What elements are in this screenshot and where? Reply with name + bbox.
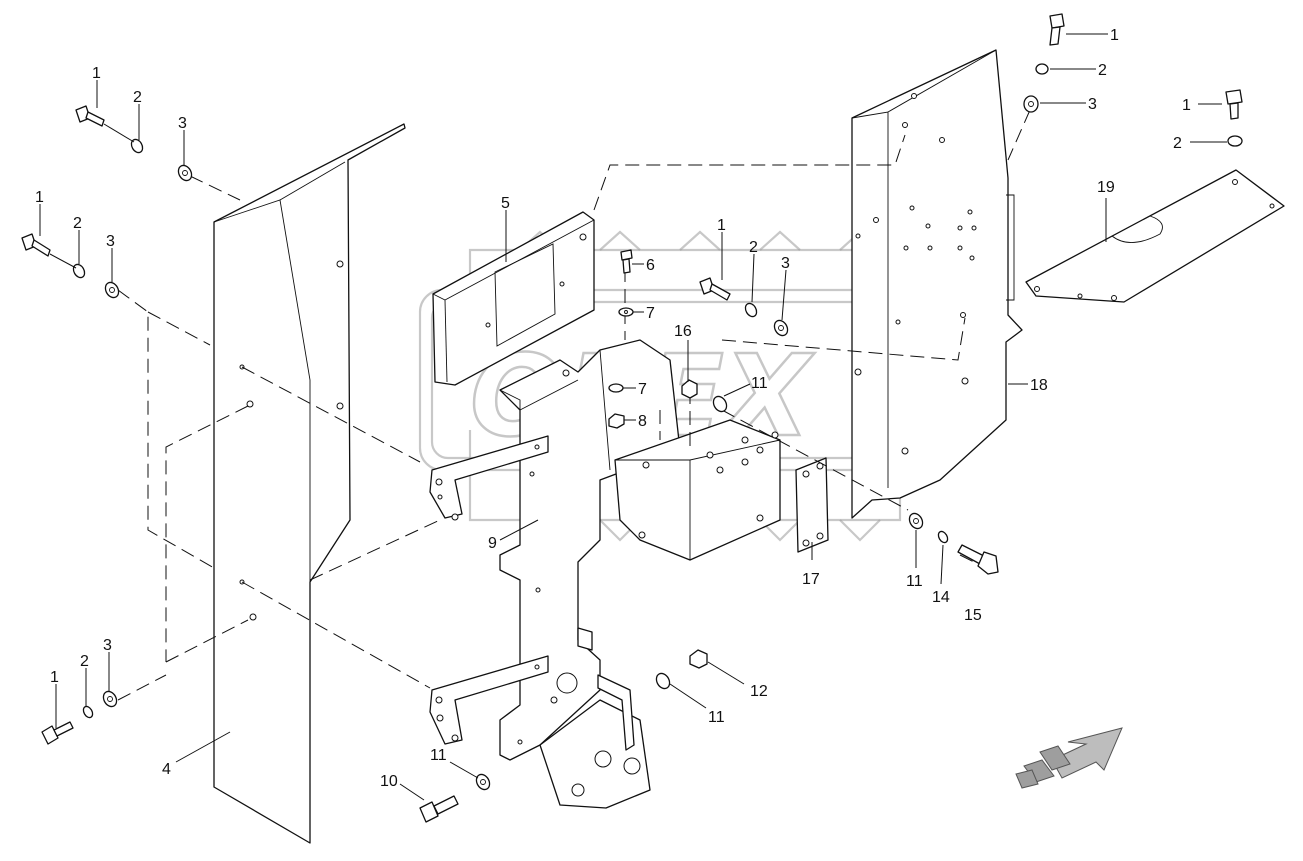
callout-2: 2: [133, 89, 142, 106]
callout-1: 1: [1182, 97, 1191, 114]
callout-1: 1: [35, 189, 44, 206]
callout-1: 1: [717, 217, 726, 234]
center-mount-box[interactable]: [614, 419, 781, 561]
callout-2: 2: [1098, 62, 1107, 79]
callout-1: 1: [92, 65, 101, 82]
left-assembly-lines: [117, 175, 441, 701]
washer-11-center[interactable]: [711, 394, 729, 414]
bolt-set-center[interactable]: [699, 277, 790, 338]
callout-12: 12: [750, 683, 768, 700]
callout-11: 11: [708, 709, 725, 726]
main-bracket[interactable]: [499, 339, 681, 761]
callout-16: 16: [674, 323, 692, 340]
callout-3: 3: [103, 637, 112, 654]
left-side-panel[interactable]: [213, 123, 406, 844]
callout-18: 18: [1030, 377, 1048, 394]
top-plate[interactable]: [1025, 169, 1285, 303]
callout-6: 6: [646, 257, 655, 274]
callout-labels: 1 2 3 1 2 3 1 2 3 4 5 6 7 7 8 1 2 3 16 1…: [35, 27, 1191, 790]
washer-7-lower[interactable]: [608, 383, 624, 393]
callout-11: 11: [751, 375, 768, 392]
bolt-set-top-right[interactable]: [1023, 13, 1065, 113]
bottom-hardware[interactable]: [419, 649, 708, 823]
callout-1: 1: [50, 669, 59, 686]
callout-11: 11: [906, 573, 923, 590]
callout-17: 17: [802, 571, 820, 588]
callout-11: 11: [430, 747, 447, 764]
bolt-set-far-right[interactable]: [1225, 89, 1243, 147]
callout-1: 1: [1110, 27, 1119, 44]
screw-6[interactable]: [620, 249, 633, 274]
callout-3: 3: [1088, 96, 1097, 113]
bolt-set-mid-left[interactable]: [21, 233, 121, 300]
callout-10: 10: [380, 773, 398, 790]
callout-15: 15: [964, 607, 982, 624]
callout-19: 19: [1097, 179, 1115, 196]
callout-4: 4: [162, 761, 171, 778]
callout-3: 3: [781, 255, 790, 272]
callout-2: 2: [749, 239, 758, 256]
callout-5: 5: [501, 195, 510, 212]
callout-2: 2: [1173, 135, 1182, 152]
callout-7: 7: [638, 381, 647, 398]
callout-2: 2: [80, 653, 89, 670]
lower-angle-bracket[interactable]: [429, 655, 549, 745]
leader-lines: [39, 33, 1227, 801]
direction-arrow-icon: [1015, 727, 1123, 789]
callout-9: 9: [488, 535, 497, 552]
plate[interactable]: [795, 457, 829, 553]
right-side-panel[interactable]: [851, 49, 1023, 519]
callout-2: 2: [73, 215, 82, 232]
lower-bracket-foot[interactable]: [539, 627, 651, 809]
nut-8[interactable]: [608, 413, 625, 429]
callout-7: 7: [646, 305, 655, 322]
bolt-set-right[interactable]: [907, 511, 999, 575]
callout-3: 3: [178, 115, 187, 132]
upper-angle-bracket[interactable]: [429, 435, 549, 521]
callout-14: 14: [932, 589, 950, 606]
callout-8: 8: [638, 413, 647, 430]
cover-plate[interactable]: [432, 211, 595, 386]
callout-3: 3: [106, 233, 115, 250]
nut-16[interactable]: [681, 379, 698, 399]
washer-7-upper[interactable]: [618, 307, 634, 317]
bolt-set-lower-left[interactable]: [41, 689, 119, 745]
bolt-set-upper-left[interactable]: [75, 105, 194, 183]
